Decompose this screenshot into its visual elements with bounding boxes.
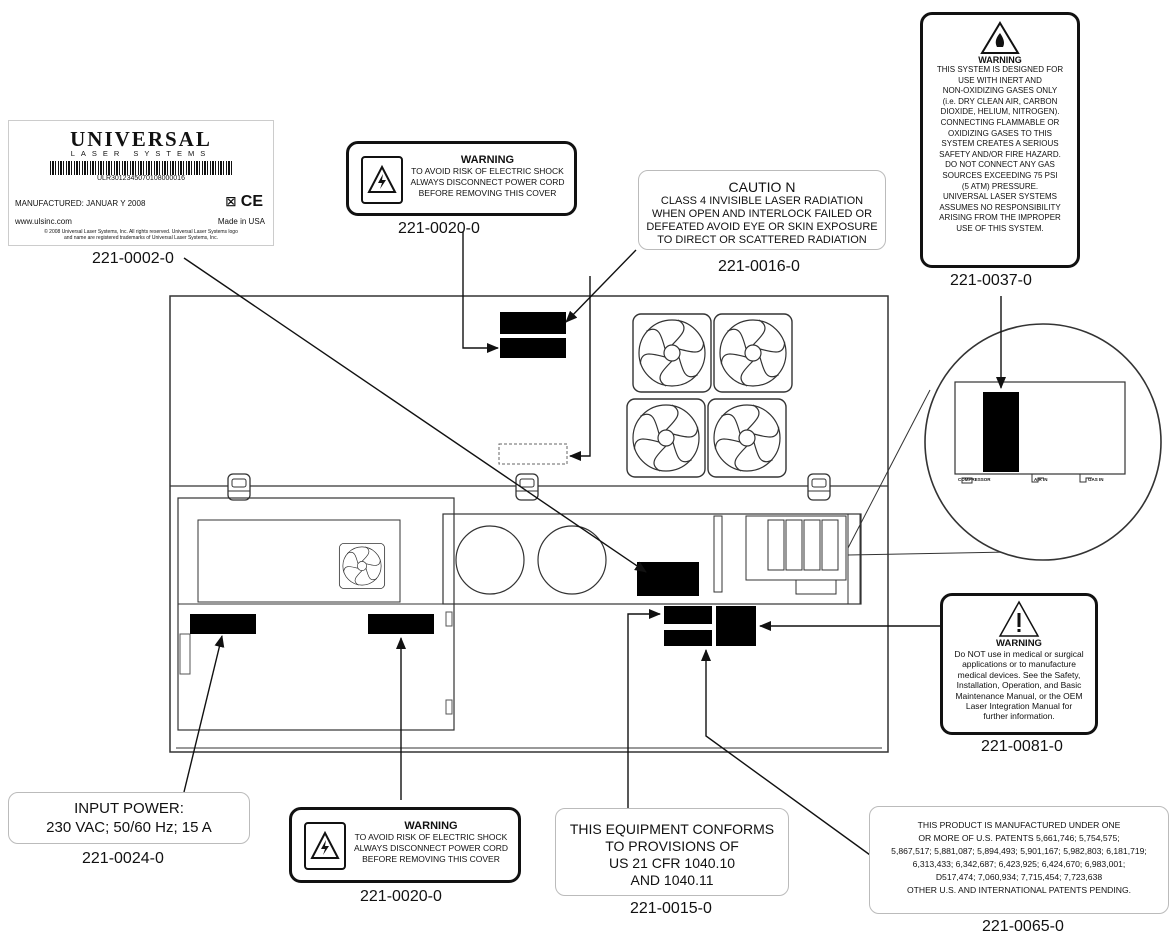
- part-number-221-0037-0: 221-0037-0: [950, 272, 1032, 289]
- port-compressor: COMPRESSOR: [958, 477, 991, 482]
- part-number-221-0081-0: 221-0081-0: [981, 738, 1063, 755]
- lower-right-compartment: [442, 513, 862, 605]
- website: www.ulsinc.com: [15, 217, 72, 226]
- label-221-0020-0-bottom: WARNING TO AVOID RISK OF ELECTRIC SHOCK …: [289, 807, 521, 883]
- weee-icon: ☒: [225, 195, 237, 209]
- warning-line: ASSUMES NO RESPONSIBILITY: [939, 202, 1061, 212]
- warning-line: ALWAYS DISCONNECT POWER CORD: [353, 843, 509, 853]
- label-221-0065-0: THIS PRODUCT IS MANUFACTURED UNDER ONE O…: [869, 806, 1169, 914]
- warning-line: ALWAYS DISCONNECT POWER CORD: [410, 177, 565, 187]
- detail-magnifier: [847, 323, 1162, 561]
- barcode-number: ULR3012345070108000016: [97, 175, 185, 182]
- warning-line: further information.: [983, 711, 1055, 722]
- caution-line: DEFEATED AVOID EYE OR SKIN EXPOSURE: [646, 221, 878, 233]
- patent-line: OR MORE OF U.S. PATENTS 5,661,746; 5,754…: [918, 833, 1120, 843]
- brand-subtitle: LASER SYSTEMS: [70, 149, 212, 158]
- warning-line: TO AVOID RISK OF ELECTRIC SHOCK: [411, 166, 564, 176]
- warning-line: DO NOT CONNECT ANY GAS: [945, 160, 1055, 170]
- copyright-line-1: © 2008 Universal Laser Systems, Inc. All…: [44, 229, 238, 235]
- part-number-221-0015-0: 221-0015-0: [630, 900, 712, 917]
- shock-warning-icon: [304, 822, 346, 870]
- warning-line: Installation, Operation, and Basic: [956, 680, 1082, 691]
- input-power-line: INPUT POWER:: [74, 800, 184, 817]
- warning-title: WARNING: [404, 820, 458, 832]
- warning-line: UNIVERSAL LASER SYSTEMS: [943, 192, 1057, 202]
- port-air-in: AIR IN: [1034, 477, 1048, 482]
- shock-warning-icon: [361, 156, 403, 204]
- caution-label-position: [498, 443, 568, 465]
- warning-title: WARNING: [460, 154, 515, 166]
- made-in: Made in USA: [217, 217, 265, 226]
- exclamation-warning-icon: [998, 600, 1040, 638]
- label-221-0002-0: UNIVERSAL LASER SYSTEMS ULR3012345070108…: [8, 120, 274, 246]
- leader-lines: [183, 232, 1006, 869]
- warning-line: TO AVOID RISK OF ELECTRIC SHOCK: [354, 832, 508, 842]
- warning-line: CONNECTING FLAMMABLE OR: [940, 117, 1060, 127]
- part-number-221-0024-0: 221-0024-0: [82, 850, 164, 867]
- warning-line: OXIDIZING GASES TO THIS: [947, 128, 1053, 138]
- conformity-line: US 21 CFR 1040.10: [608, 855, 736, 871]
- warning-line: applications or to manufacture: [962, 659, 1076, 670]
- warning-line: Laser Integration Manual for: [965, 701, 1073, 712]
- label-placeholders: [190, 312, 756, 646]
- lower-left-compartment: [177, 497, 455, 731]
- warning-line: SAFETY AND/OR FIRE HAZARD.: [939, 149, 1061, 159]
- part-number-221-0016-0: 221-0016-0: [718, 258, 800, 275]
- barcode: [50, 161, 232, 175]
- warning-line: USE WITH INERT AND: [958, 75, 1042, 85]
- part-number-221-0065-0: 221-0065-0: [982, 918, 1064, 935]
- caution-title: CAUTIO N: [728, 179, 796, 195]
- warning-line: SOURCES EXCEEDING 75 PSI: [942, 170, 1058, 180]
- patent-line: THIS PRODUCT IS MANUFACTURED UNDER ONE: [917, 820, 1121, 830]
- part-number-221-0020-0-bottom: 221-0020-0: [360, 888, 442, 905]
- conformity-line: THIS EQUIPMENT CONFORMS: [569, 821, 775, 837]
- label-221-0081-0: WARNING Do NOT use in medical or surgica…: [940, 593, 1098, 735]
- label-221-0020-0-top: WARNING TO AVOID RISK OF ELECTRIC SHOCK …: [346, 141, 577, 216]
- warning-line: SYSTEM CREATES A SERIOUS: [941, 139, 1059, 149]
- warning-line: medical devices. See the Safety,: [957, 669, 1081, 680]
- fire-warning-icon: [980, 21, 1020, 55]
- warning-line: NON-OXIDIZING GASES ONLY: [942, 86, 1058, 96]
- manufactured-date: MANUFACTURED: JANUAR Y 2008: [15, 199, 146, 208]
- caution-line: WHEN OPEN AND INTERLOCK FAILED OR: [651, 208, 873, 220]
- patent-line: D517,474; 7,060,934; 7,715,454; 7,723,63…: [935, 872, 1103, 882]
- warning-title: WARNING: [978, 55, 1022, 65]
- caution-line: CLASS 4 INVISIBLE LASER RADIATION: [660, 195, 864, 207]
- part-number-221-0002-0: 221-0002-0: [92, 250, 174, 267]
- patent-line: OTHER U.S. AND INTERNATIONAL PATENTS PEN…: [906, 885, 1132, 895]
- patent-line: 6,313,433; 6,342,687; 6,423,925; 6,424,6…: [912, 859, 1126, 869]
- input-power-line: 230 VAC; 50/60 Hz; 15 A: [46, 819, 212, 836]
- label-221-0024-0: INPUT POWER: 230 VAC; 50/60 Hz; 15 A: [8, 792, 250, 844]
- part-number-221-0020-0-top: 221-0020-0: [398, 220, 480, 237]
- warning-line: DIOXIDE, HELIUM, NITROGEN).: [940, 107, 1060, 117]
- label-221-0015-0: THIS EQUIPMENT CONFORMS TO PROVISIONS OF…: [555, 808, 789, 896]
- conformity-line: TO PROVISIONS OF: [605, 838, 739, 854]
- brand-name: UNIVERSAL: [70, 127, 212, 151]
- warning-line: Do NOT use in medical or surgical: [954, 649, 1084, 659]
- label-221-0037-0: WARNING THIS SYSTEM IS DESIGNED FOR USE …: [920, 12, 1080, 268]
- patent-line: 5,867,517; 5,881,087; 5,894,493; 5,901,1…: [891, 846, 1147, 856]
- warning-line: Maintenance Manual, or the OEM: [955, 690, 1083, 701]
- warning-line: USE OF THIS SYSTEM.: [956, 223, 1044, 233]
- warning-line: ARISING FROM THE IMPROPER: [939, 213, 1061, 223]
- caution-line: TO DIRECT OR SCATTERED RADIATION: [657, 234, 867, 246]
- warning-title: WARNING: [996, 638, 1042, 649]
- label-221-0016-0: CAUTIO N CLASS 4 INVISIBLE LASER RADIATI…: [638, 170, 886, 250]
- conformity-line: AND 1040.11: [630, 872, 714, 888]
- warning-line: BEFORE REMOVING THIS COVER: [418, 188, 557, 198]
- warning-line: BEFORE REMOVING THIS COVER: [362, 854, 500, 864]
- copyright-line-2: and name are registered trademarks of Un…: [64, 235, 218, 241]
- warning-line: (5 ATM) PRESSURE.: [961, 181, 1039, 191]
- warning-line: (i.e. DRY CLEAN AIR, CARBON: [942, 96, 1058, 106]
- port-gas-in: GAS IN: [1088, 477, 1104, 482]
- ce-mark: ☒ CE: [225, 193, 263, 210]
- warning-line: THIS SYSTEM IS DESIGNED FOR: [936, 65, 1064, 74]
